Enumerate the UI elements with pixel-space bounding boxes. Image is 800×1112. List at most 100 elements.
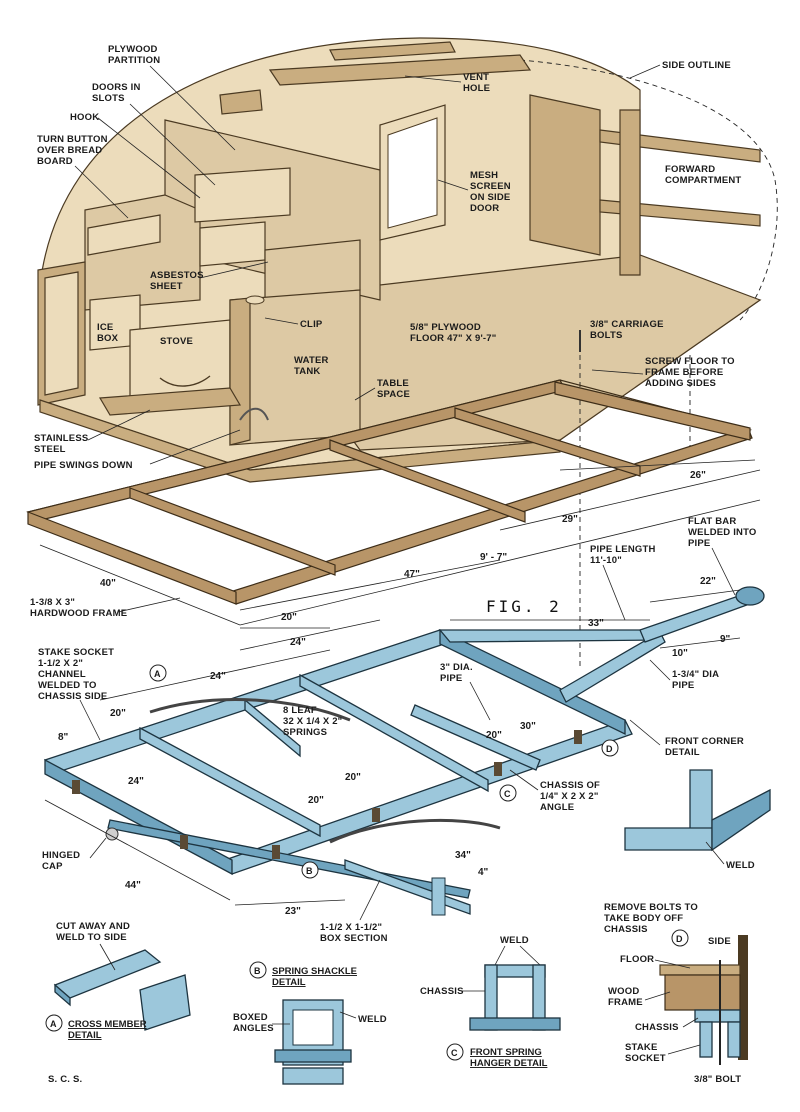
detail-d-marker: D (676, 934, 683, 944)
leader-line (711, 547, 736, 596)
dimension-line (499, 469, 761, 531)
dim-24-left: 24" (128, 776, 144, 787)
detail-d-bolt-label: 3/8" BOLT (694, 1074, 741, 1085)
dimension-line (44, 799, 231, 901)
label-3in-pipe-2: PIPE (440, 673, 462, 684)
body-labels: PLYWOOD PARTITION VENT HOLE SIDE OUTLINE… (34, 44, 741, 471)
detail-a-title-2: DETAIL (68, 1030, 102, 1041)
hitch-coupler (735, 586, 765, 606)
dim-10: 10" (672, 648, 688, 659)
label-weld-corner: WELD (726, 860, 755, 871)
steel-chassis-illustration (44, 586, 765, 916)
detail-c-marker: C (451, 1048, 458, 1058)
dim-24-frame: 24" (290, 637, 306, 648)
leader-line (149, 429, 241, 465)
detail-d-stake-socket-right (727, 1021, 741, 1058)
lower-drawer (199, 221, 266, 267)
detail-b-boxed-2: ANGLES (233, 1023, 274, 1034)
dim-8: 8" (58, 732, 69, 743)
leader-line (591, 369, 644, 375)
label-screw-floor-3: ADDING SIDES (645, 378, 716, 389)
marker-b-circle (301, 861, 319, 879)
label-vent-hole-2: HOLE (463, 83, 490, 94)
detail-a-socket (139, 974, 191, 1031)
detail-d-marker-circle (671, 929, 689, 947)
dim-20-center: 20" (345, 772, 361, 783)
detail-b-boxed-1: BOXED (233, 1012, 268, 1023)
leader-line (654, 959, 691, 969)
dimension-line (234, 899, 346, 906)
detail-d-side-panel (738, 935, 748, 1060)
dimension-line (239, 619, 381, 651)
detail-d-chassis-label: CHASSIS (635, 1022, 679, 1033)
dim-22: 22" (700, 576, 716, 587)
label-asbestos-sheet-1: ASBESTOS (150, 270, 204, 281)
detail-b-inner (292, 1009, 334, 1046)
water-tank-cap (245, 295, 265, 305)
dimension-line (239, 499, 761, 626)
dim-34: 34" (455, 850, 471, 861)
label-stake-socket-1: STAKE SOCKET (38, 647, 114, 658)
detail-d-note-3: CHASSIS (604, 924, 648, 935)
leader-line (354, 387, 376, 401)
detail-b-weld: WELD (358, 1014, 387, 1025)
upper-drawers (194, 167, 291, 223)
leader-line (87, 409, 151, 441)
dim-33: 33" (588, 618, 604, 629)
label-hinged-cap-1: HINGED (42, 850, 80, 861)
leader-line (705, 841, 725, 865)
label-hardwood-frame-2: HARDWOOD FRAME (30, 608, 127, 619)
galley-door-panel (44, 271, 79, 396)
tongue-pipe-upper (438, 629, 661, 643)
hinged-cap (105, 827, 119, 841)
leader-line (97, 117, 201, 199)
leader-line (682, 1017, 699, 1028)
leader-line (644, 991, 671, 1001)
label-pipe-length-2: 11'-10" (590, 555, 622, 566)
label-stainless-steel-2: STEEL (34, 444, 66, 455)
detail-a-note-1: CUT AWAY AND (56, 921, 130, 932)
artist-signature: S. C. S. (48, 1074, 82, 1085)
figure-label: FIG. 2 (486, 597, 562, 616)
corner-angle (711, 788, 771, 852)
label-plywood-partition-1: PLYWOOD (108, 44, 158, 55)
swing-pipe (239, 407, 269, 421)
leader-line (89, 837, 107, 859)
leader-line (494, 945, 506, 966)
label-doors-in-slots-2: SLOTS (92, 93, 125, 104)
detail-d-side: SIDE (708, 936, 731, 947)
roof-rib (268, 54, 532, 86)
front-corner-detail: WELD (624, 769, 771, 871)
dim-44: 44" (125, 880, 141, 891)
detail-d: REMOVE BOLTS TO TAKE BODY OFF CHASSIS D … (604, 902, 748, 1085)
roof-rib (329, 41, 456, 61)
label-hinged-cap-2: CAP (42, 861, 63, 872)
leader-line (359, 879, 381, 921)
dim-20-upper: 20" (110, 708, 126, 719)
leader-line (667, 1044, 701, 1055)
frame-cross-member (329, 439, 526, 523)
marker-d: D (606, 744, 613, 754)
label-leaf-springs-3: SPRINGS (283, 727, 327, 738)
leader-line (437, 179, 469, 191)
label-side-outline: SIDE OUTLINE (662, 60, 731, 71)
detail-c: WELD CHASSIS C FRONT SPRING HANGER DETAI… (420, 935, 561, 1069)
body-base-edge (39, 399, 561, 483)
detail-d-stake-2: SOCKET (625, 1053, 666, 1064)
leader-line (629, 64, 661, 79)
leader-line (117, 597, 181, 613)
detail-d-note-2: TAKE BODY OFF (604, 913, 683, 924)
detail-d-wood-frame (664, 974, 741, 1011)
marker-c-circle (499, 784, 517, 802)
label-water-tank-1: WATER (294, 355, 329, 366)
label-table-space-2: SPACE (377, 389, 410, 400)
label-pipe-swings-down: PIPE SWINGS DOWN (34, 460, 133, 471)
label-stake-socket-3: CHANNEL (38, 669, 86, 680)
compartment-post (619, 109, 641, 276)
detail-a-note-2: WELD TO SIDE (56, 932, 127, 943)
marker-c: C (504, 789, 511, 799)
label-pipe-length-1: PIPE LENGTH (590, 544, 656, 555)
leader-line (602, 564, 626, 621)
stake-socket (272, 845, 280, 859)
label-clip: CLIP (300, 319, 323, 330)
